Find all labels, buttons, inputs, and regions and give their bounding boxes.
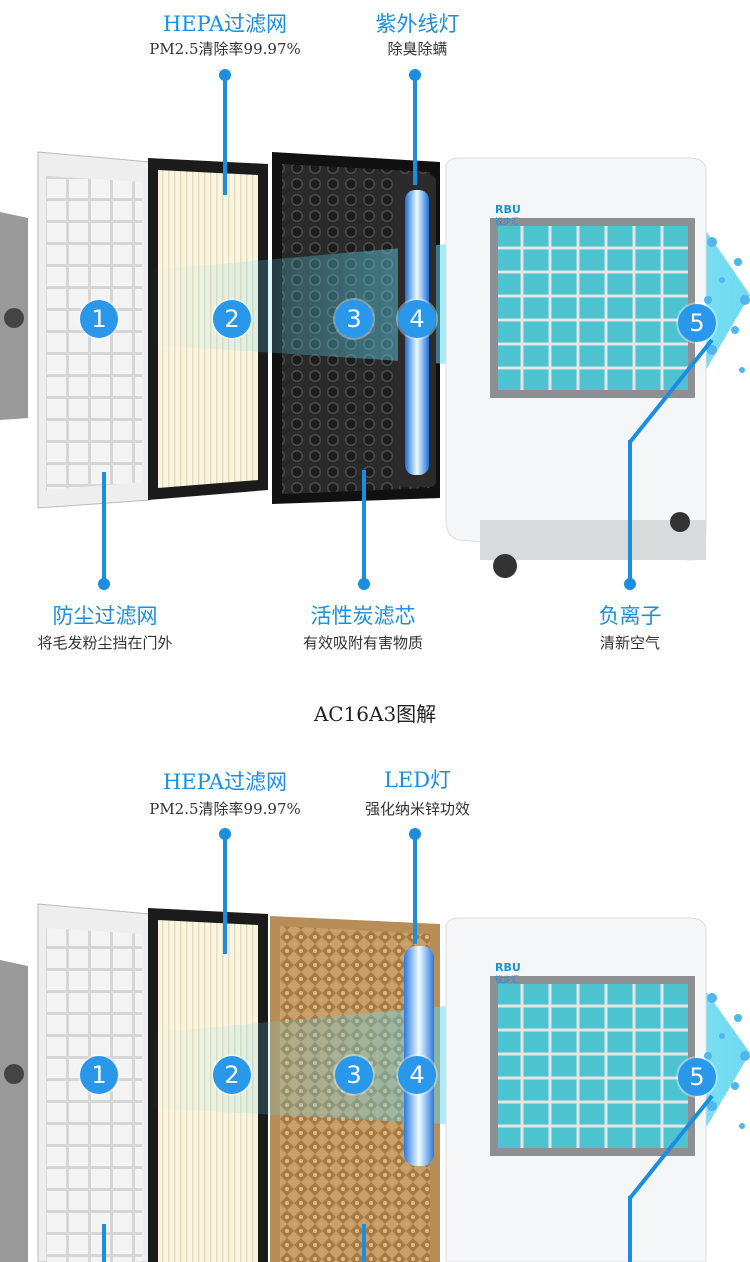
ion-title: 负离子 — [598, 604, 662, 628]
badge-1: 1 — [80, 300, 118, 338]
hepa-filter-subtitle: PM2.5清除率99.97% — [149, 800, 301, 818]
callout-line — [362, 1224, 366, 1262]
purifier-base — [480, 520, 706, 560]
callout-dot — [624, 578, 636, 590]
wheel — [493, 554, 517, 578]
grille-glow — [498, 226, 688, 390]
hepa-filter-subtitle: PM2.5清除率99.97% — [149, 40, 301, 58]
back-panel — [0, 960, 28, 1262]
badge-3: 3 — [335, 300, 373, 338]
uv-lamp-title: 紫外线灯 — [375, 12, 460, 36]
carbon-filter-title: 活性炭滤芯 — [310, 604, 416, 628]
uv-lamp-subtitle: 除臭除螨 — [387, 40, 448, 58]
brand-name: RBU — [495, 203, 521, 216]
grille-bars — [498, 226, 688, 390]
badge-5: 5 — [678, 304, 716, 342]
ion-subtitle: 清新空气 — [599, 634, 660, 652]
led-lamp-subtitle: 强化纳米锌功效 — [364, 800, 470, 818]
brand-logo: RBU 锐步汇 — [495, 204, 521, 227]
callout-line — [362, 470, 366, 582]
badge-3: 3 — [335, 1056, 373, 1094]
diagram-title: AC16A3图解 — [313, 702, 437, 726]
filters-illustration-bottom — [0, 903, 750, 1262]
ion-callout-diagonal — [628, 1094, 714, 1200]
carbon-filter-subtitle: 有效吸附有害物质 — [302, 634, 423, 652]
brand-subname: 锐步汇 — [495, 217, 519, 226]
hepa-filter-title: HEPA过滤网 — [162, 12, 287, 36]
exploded-diagram-top: RBU 锐步汇 HEPA过滤网 PM2.5清除率99.97% 紫外线灯 除臭除螨… — [0, 12, 750, 652]
callout-dot — [98, 578, 110, 590]
ion-callout-diagonal — [628, 338, 714, 444]
ion-bubbles — [704, 237, 750, 373]
brand-logo: RBU 锐步汇 — [495, 962, 521, 985]
callout-line — [102, 472, 106, 582]
brand-name: RBU — [495, 961, 521, 974]
dust-particle — [4, 308, 24, 328]
badge-4: 4 — [398, 300, 436, 338]
badge-2: 2 — [213, 300, 251, 338]
callout-line — [223, 75, 227, 195]
brand-subname: 锐步汇 — [495, 975, 519, 984]
ion-bubbles — [704, 993, 750, 1129]
badge-1: 1 — [80, 1056, 118, 1094]
dust-filter-mesh — [46, 928, 142, 1262]
dust-filter-title: 防尘过滤网 — [52, 604, 158, 628]
callout-dot — [358, 578, 370, 590]
badge-5: 5 — [678, 1058, 716, 1096]
wheel — [670, 512, 690, 532]
callout-line — [102, 1224, 106, 1262]
dust-particle — [4, 1064, 24, 1084]
callout-line — [628, 1196, 632, 1262]
callout-line — [223, 834, 227, 954]
grille-glow — [498, 984, 688, 1148]
exploded-diagram-bottom: RBU 锐步汇 HEPA过滤网 PM2.5清除率99.97% LED灯 强化纳米… — [0, 748, 750, 1262]
callout-line — [413, 834, 417, 944]
dust-filter-subtitle: 将毛发粉尘挡在门外 — [37, 634, 173, 652]
callout-line — [413, 75, 417, 185]
hepa-filter-title: HEPA过滤网 — [162, 770, 287, 794]
callout-line — [628, 440, 632, 582]
led-lamp-title: LED灯 — [383, 768, 452, 792]
grille-bars — [498, 984, 688, 1148]
badge-2: 2 — [213, 1056, 251, 1094]
badge-4: 4 — [398, 1056, 436, 1094]
